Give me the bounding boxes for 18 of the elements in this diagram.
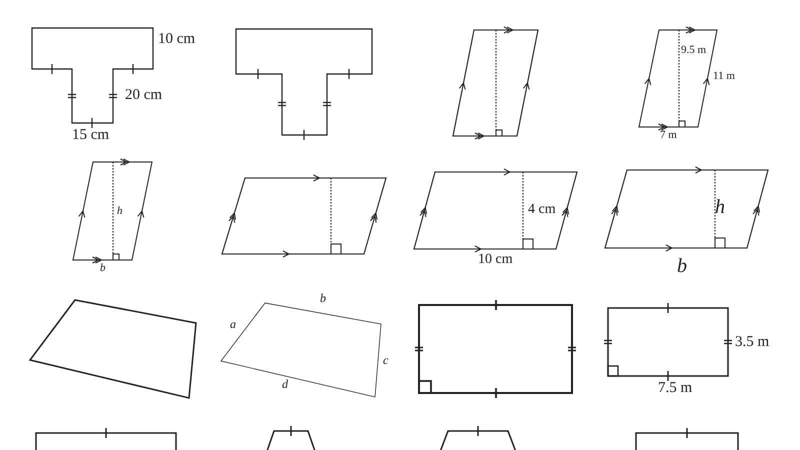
base-label: b [677,256,687,276]
side-label: d [282,378,288,390]
side-label: c [383,354,388,366]
dimension-label: 7.5 m [658,381,692,396]
dimension-label: 10 cm [158,32,196,47]
base-label: b [100,263,106,274]
side-label: a [230,318,236,330]
height-label: h [715,197,725,217]
dimension-label: 15 cm [72,128,110,143]
side-label: b [320,292,326,304]
dimension-label: 20 cm [125,88,162,103]
dimension-label: 11 m [713,71,735,82]
dimension-label: 3.5 m [735,335,770,350]
dimension-label: 7 m [660,130,677,141]
dimension-label: 10 cm [478,253,513,267]
height-label: h [117,206,122,217]
dimension-label: 9.5 m [681,45,706,56]
dimension-label: 4 cm [528,203,556,217]
